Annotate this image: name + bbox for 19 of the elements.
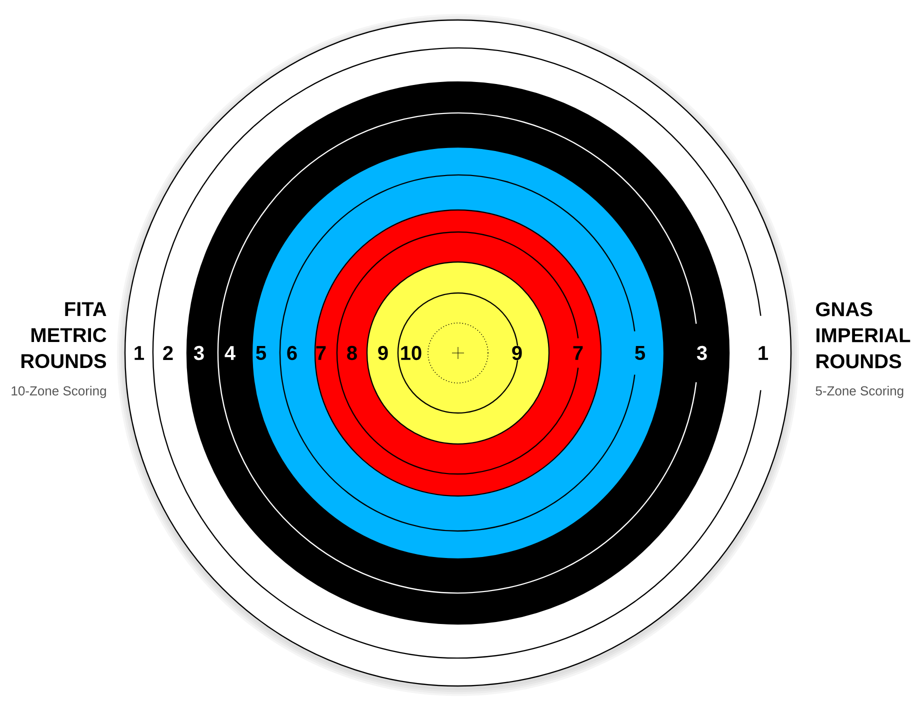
ring-number: 3 [696,346,707,360]
ring-number: 9 [512,346,522,360]
heading: FITA METRIC ROUNDS [21,302,106,368]
ring-number: 7 [316,346,326,360]
ring-number: 10 [401,346,422,360]
ring-number: 7 [573,346,583,360]
ring-number: 1 [134,346,144,360]
ring-number: 5 [635,346,645,360]
ring-number: 8 [347,346,357,360]
ring-number: 1 [758,346,768,360]
ring-number: 3 [194,346,204,360]
heading: GNAS IMPERIAL ROUNDS [816,302,910,368]
ring-number: 2 [163,346,173,360]
subtitle: 5-Zone Scoring [816,386,904,398]
subtitle: 10-Zone Scoring [12,386,106,398]
ring-number: 6 [287,346,297,360]
ring-number: 5 [256,346,266,360]
ring-number: 4 [224,346,236,360]
ring-number: 9 [378,346,388,360]
